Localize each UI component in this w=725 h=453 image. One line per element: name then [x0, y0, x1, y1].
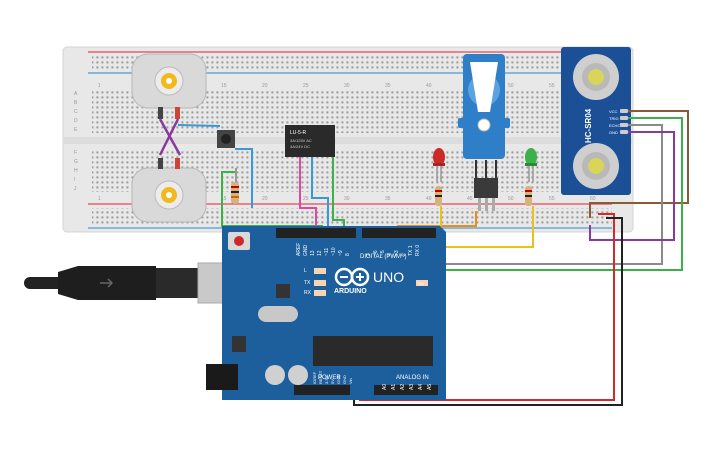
sensor-pin-echo: ECHO [609, 123, 621, 128]
power-pin-label: 3.3V [324, 375, 329, 384]
led-label-tx: TX [304, 280, 311, 286]
breadboard-column-number: 1 [98, 196, 101, 202]
sensor-name: HC-SR04 [584, 108, 593, 143]
breadboard-column-number: 35 [385, 83, 391, 89]
on-label: ON [418, 281, 424, 286]
motor-icon [131, 158, 207, 223]
digital-pin-label: 4 [387, 253, 393, 256]
digital-pin-label: GND [303, 245, 309, 257]
relay-rating-2: 3A/24V DC [290, 144, 310, 149]
pushbutton-icon [217, 130, 235, 148]
digital-label: DIGITAL (PWM~) [360, 254, 407, 260]
breadboard-row-letter: C [74, 109, 78, 115]
motor-icon [131, 53, 207, 119]
power-pin-label: IOREF [312, 371, 317, 384]
breadboard-column-number: 40 [426, 196, 432, 202]
sensor-pin-gnd: GND [609, 130, 618, 135]
breadboard-row-letter: G [74, 159, 78, 165]
power-label: POWER [318, 375, 341, 381]
breadboard-row-letter: D [74, 118, 78, 124]
breadboard-column-number: 50 [508, 196, 514, 202]
breadboard-row-letter: H [74, 168, 78, 174]
ultrasonic-sensor-icon: HC-SR04 VCC TRIG ECHO GND [561, 47, 631, 195]
digital-pin-label: ~9 [338, 250, 344, 256]
digital-pin-label: ~3 [394, 250, 400, 256]
servo-icon [458, 54, 510, 211]
breadboard-column-number: 15 [221, 83, 227, 89]
arduino-brand: ARDUINO [334, 288, 367, 295]
breadboard-column-number: 25 [303, 196, 309, 202]
relay-name: LU-5-R [290, 130, 307, 136]
breadboard-column-number: 60 [590, 196, 596, 202]
breadboard-column-number: 25 [303, 83, 309, 89]
sensor-pin-trig: TRIG [609, 116, 619, 121]
digital-pin-label: ~6 [373, 250, 379, 256]
digital-pin-label: 8 [345, 253, 351, 256]
led-icon [433, 148, 445, 182]
analog-pin-label: A3 [409, 384, 415, 390]
digital-pin-label: AREF [296, 243, 302, 256]
digital-pin-label: 2 [401, 253, 407, 256]
led-label-rx: RX [304, 290, 312, 296]
breadboard-column-number: 35 [385, 196, 391, 202]
breadboard-column-number: 1 [98, 83, 101, 89]
breadboard-column-number: 50 [508, 83, 514, 89]
breadboard-column-number: 15 [221, 196, 227, 202]
arduino-model: UNO [373, 269, 404, 285]
breadboard-row-letter: A [74, 91, 78, 97]
breadboard-column-number: 20 [262, 196, 268, 202]
arduino-logo-icon [334, 267, 370, 287]
digital-pin-label: ~11 [324, 248, 330, 256]
digital-pin-label: 7 [366, 253, 372, 256]
breadboard-row-letter: I [74, 177, 75, 183]
relay-icon: LU-5-R 3A/125V AC 3A/24V DC [285, 125, 335, 157]
usb-cable-icon [24, 262, 231, 304]
sensor-pin-vcc: VCC [609, 109, 618, 114]
digital-pin-label: ~10 [331, 247, 337, 256]
analog-pin-label: A1 [391, 384, 397, 390]
power-pin-label: GND [342, 375, 347, 384]
breadboard-column-number: 20 [262, 83, 268, 89]
resistor-icon [231, 182, 239, 204]
breadboard-column-number: 30 [344, 83, 350, 89]
analog-pin-label: A4 [418, 384, 424, 390]
analog-pin-label: A5 [427, 384, 433, 390]
analog-pin-label: A0 [382, 384, 388, 390]
breadboard-row-letter: F [74, 150, 77, 156]
analog-label: ANALOG IN [396, 375, 429, 381]
analog-pin-label: A2 [400, 384, 406, 390]
breadboard-column-number: 55 [549, 83, 555, 89]
digital-pin-label: 12 [317, 250, 323, 256]
power-pin-label: GND [336, 375, 341, 384]
digital-pin-label: 13 [310, 250, 316, 256]
breadboard-column-number: 40 [426, 83, 432, 89]
relay-rating-1: 3A/125V AC [290, 138, 312, 143]
breadboard-column-number: 30 [344, 196, 350, 202]
resistor-icon [525, 186, 532, 206]
power-pin-label: RESET [318, 370, 323, 384]
power-pin-label: Vin [348, 378, 353, 384]
breadboard-column-number: 55 [549, 196, 555, 202]
digital-pin-label: RX 0 [415, 245, 421, 256]
breadboard-column-number: 45 [467, 196, 473, 202]
led-label-l: L [304, 268, 307, 274]
breadboard-row-letter: J [74, 186, 77, 192]
digital-pin-label: ~5 [380, 250, 386, 256]
power-pin-label: 5V [330, 379, 335, 384]
digital-pin-label: TX 1 [408, 245, 414, 256]
resistor-icon [435, 186, 442, 206]
arduino-board [206, 226, 446, 400]
breadboard-row-letter: E [74, 127, 78, 133]
led-icon [525, 148, 537, 182]
breadboard-row-letter: B [74, 100, 78, 106]
